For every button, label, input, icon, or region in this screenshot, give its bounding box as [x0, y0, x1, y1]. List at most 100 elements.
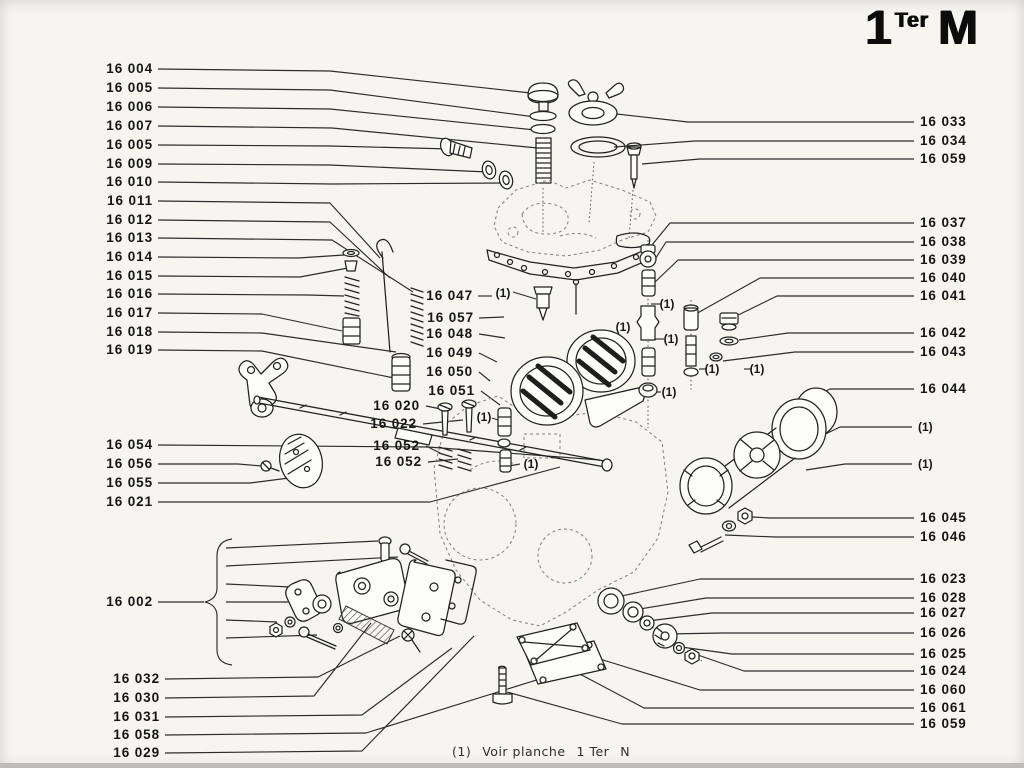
- jet-column-drawing: [636, 240, 660, 402]
- leader-lines-bottom-left: [164, 622, 589, 754]
- callout-16013: 16 013: [106, 230, 153, 245]
- callout-16030: 16 030: [113, 690, 160, 705]
- callout-16005: 16 005: [106, 80, 153, 95]
- throttle-shaft-drawing: [253, 395, 613, 472]
- seal-chain-drawing: [597, 587, 703, 665]
- callout-16059-top: 16 059: [920, 151, 967, 166]
- callout-16028: 16 028: [920, 590, 967, 605]
- callout-ref-1-a: (1): [918, 420, 933, 434]
- callout-16061: 16 061: [920, 700, 967, 715]
- callout-16029: 16 029: [113, 745, 160, 760]
- butterfly-disc-drawing: [260, 433, 324, 489]
- callout-16021: 16 021: [106, 494, 153, 509]
- damper-spring-column-drawing: [342, 248, 361, 345]
- pump-lever-cluster-drawing: [269, 536, 477, 653]
- emulsion-tube-drawing: [683, 300, 699, 390]
- callout-16002-group: 16 002: [106, 594, 153, 609]
- callout-16005b: 16 005: [106, 137, 153, 152]
- callout-16012: 16 012: [106, 212, 153, 227]
- callout-labels: 16 004 16 005 16 006 16 007 16 005 16 00…: [106, 61, 966, 760]
- callout-16044: 16 044: [920, 381, 967, 396]
- float-drums-drawing: [510, 329, 646, 428]
- footnote-ref: (1): [452, 744, 472, 759]
- callout-16015: 16 015: [106, 268, 153, 283]
- callout-16006: 16 006: [106, 99, 153, 114]
- callout-16024: 16 024: [920, 663, 967, 678]
- leader-lines-right: [506, 112, 914, 725]
- inline-ref-8: (1): [662, 385, 677, 399]
- callout-16025: 16 025: [920, 646, 967, 661]
- callout-16020: 16 020: [373, 398, 420, 413]
- inline-ref-1: (1): [496, 286, 511, 300]
- callout-16034: 16 034: [920, 133, 967, 148]
- air-valve-assembly-drawing: [527, 82, 559, 184]
- callout-16039: 16 039: [920, 252, 967, 267]
- inline-ref-9: (1): [524, 457, 539, 471]
- needle-valve-drawing: [533, 278, 580, 321]
- callout-16022: 16 022: [370, 416, 417, 431]
- callout-16057: 16 057: [427, 310, 474, 325]
- idle-screw-assembly-drawing: [439, 137, 514, 190]
- cover-bolt-drawing: [492, 665, 513, 705]
- diaphragm-assembly-drawing: [567, 79, 642, 189]
- venturi-assembly-drawing: [679, 387, 838, 515]
- footnote-plate-number: 1 Ter: [576, 744, 610, 759]
- callout-16041: 16 041: [920, 288, 967, 303]
- venturi-fasteners-drawing: [688, 507, 753, 554]
- callout-16019: 16 019: [106, 342, 153, 357]
- callout-16056: 16 056: [106, 456, 153, 471]
- pump-rod-and-spring-drawing: [376, 238, 424, 392]
- jet-plug-drawing: [709, 312, 739, 362]
- callout-16054: 16 054: [106, 437, 153, 452]
- callout-16055: 16 055: [106, 475, 153, 490]
- inline-ref-7: (1): [750, 362, 765, 376]
- callout-16010: 16 010: [106, 174, 153, 189]
- group-brace: [158, 538, 399, 666]
- inline-ref-6: (1): [705, 362, 720, 376]
- callout-16049: 16 049: [426, 345, 473, 360]
- footnote-suffix: N: [620, 744, 631, 759]
- callout-16026: 16 026: [920, 625, 967, 640]
- callout-16033: 16 033: [920, 114, 967, 129]
- callout-16011: 16 011: [107, 193, 153, 208]
- callout-16037: 16 037: [920, 215, 967, 230]
- cover-casting-drawing: [493, 179, 657, 257]
- callout-ref-1-b: (1): [918, 457, 933, 471]
- footnote-text: Voir planche: [482, 744, 566, 759]
- callout-16040: 16 040: [920, 270, 967, 285]
- scan-edge: [0, 763, 1024, 768]
- footnote: (1) Voir planche 1 Ter N: [452, 744, 641, 759]
- inline-ref-3: (1): [660, 297, 675, 311]
- callout-16058: 16 058: [113, 727, 160, 742]
- inline-ref-2: (1): [477, 410, 492, 424]
- callout-16032: 16 032: [113, 671, 160, 686]
- callout-16045: 16 045: [920, 510, 967, 525]
- callout-16014: 16 014: [106, 249, 153, 264]
- callout-16052a: 16 052: [373, 438, 420, 453]
- callout-16050: 16 050: [426, 364, 473, 379]
- callout-16046: 16 046: [920, 529, 967, 544]
- plate-ordinal: Ter: [894, 9, 930, 32]
- inline-ref-4: (1): [616, 320, 631, 334]
- callout-16047: 16 047: [426, 288, 473, 303]
- callout-16059-bottom: 16 059: [920, 716, 967, 731]
- plate-number: 1: [865, 2, 892, 55]
- plate-series-letter: M: [938, 2, 978, 55]
- callout-16009: 16 009: [106, 156, 153, 171]
- callout-16027: 16 027: [920, 605, 967, 620]
- inline-ref-5: (1): [664, 332, 679, 346]
- callout-16043: 16 043: [920, 344, 967, 359]
- callout-16031: 16 031: [113, 709, 160, 724]
- callout-16052b: 16 052: [375, 454, 422, 469]
- leader-lines-left: [157, 68, 549, 379]
- pump-jet-parts-drawing: [437, 399, 512, 473]
- callout-16051: 16 051: [428, 383, 475, 398]
- callout-16017: 16 017: [106, 305, 153, 320]
- callout-16016: 16 016: [106, 286, 153, 301]
- callout-16042: 16 042: [920, 325, 967, 340]
- callout-16018: 16 018: [106, 324, 153, 339]
- pump-cover-plates-drawing: [516, 622, 607, 685]
- callout-16007: 16 007: [106, 118, 153, 133]
